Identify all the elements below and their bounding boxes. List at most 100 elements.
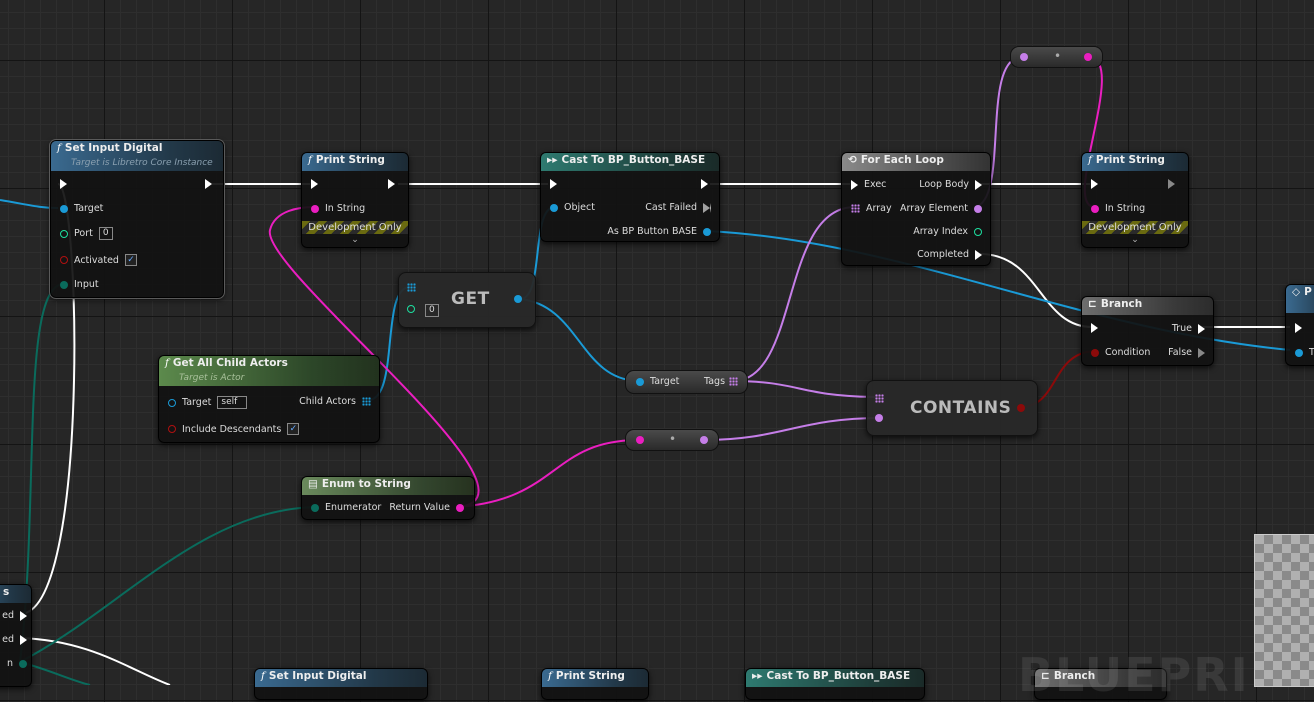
exec-out-pin[interactable] [1168,179,1175,189]
pin-label: Condition [1105,347,1151,358]
child-actors-pin[interactable]: Child Actors [299,396,371,407]
exec-in-pin[interactable] [1091,323,1098,333]
exec-in-pin[interactable] [550,179,557,189]
exec-icon [1091,179,1098,189]
include-descendants-checkbox[interactable]: ✓ [287,423,300,435]
pin-label: In String [1105,203,1146,214]
pin-dot-icon [456,503,464,512]
target-pin[interactable]: Target [60,203,103,214]
reroute-node[interactable]: • [625,429,719,451]
exec-out-pin[interactable]: ed [2,634,27,645]
true-pin[interactable]: True [1172,323,1205,334]
reroute-dot-icon: • [1054,49,1062,63]
exec-out-pin[interactable] [388,179,395,189]
cast-node[interactable]: ▸▸Cast To BP_Button_BASE [745,668,925,700]
node-header: ⟲For Each Loop [842,153,990,171]
return-value-pin[interactable]: Return Value [389,502,464,513]
exec-out-pin[interactable]: ed [2,610,27,621]
target-value-field[interactable]: self [217,396,248,409]
tags-getter-node[interactable]: Target Tags [625,370,748,394]
activated-checkbox[interactable]: ✓ [124,254,137,266]
index-field[interactable]: 0 [425,304,439,317]
enum-to-string-node[interactable]: ▤Enum to String Enumerator Return Value [301,476,475,520]
partial-node-right[interactable]: ◇P T [1285,284,1314,366]
pin-dot-icon [60,280,68,289]
node-title: Set Input Digital [64,142,163,154]
pin-label: ed [2,634,14,645]
pin-label: Loop Body [919,179,969,190]
array-icon [851,204,860,213]
for-each-loop-node[interactable]: ⟲For Each Loop Exec Loop Body Array Arra… [841,152,991,266]
name-wire [732,380,881,398]
pin-dot-icon [1091,204,1099,213]
partial-node-left[interactable]: s ed ed n [0,584,32,687]
cast-failed-pin[interactable]: Cast Failed [645,202,711,213]
include-descendants-pin[interactable]: Include Descendants✓ [168,423,300,435]
false-pin[interactable]: False [1168,347,1205,358]
cast-node[interactable]: ▸▸Cast To BP_Button_BASE Object Cast Fai… [540,152,720,242]
target-pin[interactable]: T [1295,347,1314,358]
exec-out-pin[interactable] [701,179,708,189]
exec-in-pin[interactable] [60,179,67,189]
array-index-pin[interactable]: Array Index [913,226,982,237]
node-label: GET [451,289,490,309]
in-string-pin[interactable]: In String [1091,203,1145,214]
exec-icon [975,249,982,260]
node-subtitle: Target is Actor [179,373,245,383]
pin-label: n [6,658,13,669]
node-title: Print String [315,154,385,166]
input-pin[interactable]: Input [60,279,99,290]
name-wire [732,206,856,382]
pin-label: Exec [864,179,887,190]
viewport-preview[interactable] [1254,534,1314,687]
array-icon [407,283,416,292]
pin-label: Cast Failed [645,202,697,213]
exec-in-pin[interactable]: Exec [851,179,886,190]
as-bp-button-pin[interactable]: As BP Button BASE [607,226,711,237]
array-element-pin[interactable]: Array Element [900,203,982,214]
object-pin[interactable]: Object [550,202,595,213]
exec-icon [1198,323,1205,334]
array-pin[interactable]: Array [851,203,892,214]
exec-out-pin[interactable] [205,179,212,189]
enum-out-pin[interactable]: n [7,658,27,669]
pin-dot-icon [19,659,27,668]
node-header: ◇P [1286,285,1314,313]
reroute-node[interactable]: • [1010,46,1103,68]
pin-label: Activated [74,254,119,266]
loop-body-pin[interactable]: Loop Body [919,179,982,190]
contains-node[interactable]: CONTAINS [866,380,1038,436]
function-icon: f [261,670,265,682]
exec-in-pin[interactable] [1091,179,1098,189]
in-string-pin[interactable]: In String [311,203,365,214]
pin-label: False [1168,347,1192,358]
completed-pin[interactable]: Completed [917,249,982,260]
condition-pin[interactable]: Condition [1091,347,1150,358]
chevron-down-icon[interactable]: ⌄ [351,235,359,245]
node-title: Cast To BP_Button_BASE [766,670,911,682]
port-value-field[interactable]: 0 [98,227,113,240]
tags-label: Tags [704,376,726,387]
pin-label: Object [564,202,595,213]
exec-in-pin[interactable] [311,179,318,189]
node-label: CONTAINS [910,398,1012,418]
enumerator-pin[interactable]: Enumerator [311,502,381,513]
chevron-down-icon[interactable]: ⌄ [1131,235,1139,245]
activated-pin[interactable]: Activated ✓ [60,254,137,266]
exec-in-pin[interactable] [1295,323,1302,333]
node-title: Branch [1053,670,1096,682]
node-title: Set Input Digital [268,670,367,682]
function-icon: f [308,154,312,166]
node-header: s [0,585,31,603]
branch-node[interactable]: ⊏Branch True Condition False [1081,296,1214,366]
get-array-node[interactable]: 0 GET [398,272,536,328]
